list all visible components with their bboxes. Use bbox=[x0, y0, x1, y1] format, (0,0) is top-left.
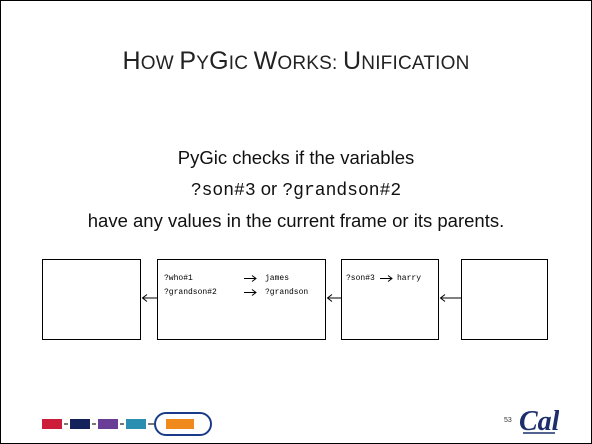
variable-son: ?son#3 bbox=[190, 181, 256, 201]
binding-val-who: james bbox=[265, 274, 290, 283]
nav-segment-2[interactable] bbox=[70, 419, 90, 429]
nav-segment-3[interactable] bbox=[98, 419, 118, 429]
page-number: 53 bbox=[504, 417, 512, 424]
variable-grandson: ?grandson#2 bbox=[282, 181, 402, 201]
body-line-3: have any values in the current frame or … bbox=[87, 210, 505, 231]
svg-text:Cal: Cal bbox=[519, 406, 559, 437]
nav-segment-4[interactable] bbox=[126, 419, 146, 429]
parent-pointer-arrow-icon bbox=[326, 294, 341, 302]
binding-val-grandson: ?grandson bbox=[265, 288, 309, 297]
or-text: or bbox=[255, 178, 283, 199]
nav-current-highlight bbox=[154, 412, 212, 436]
binding-var-who: ?who#1 bbox=[164, 274, 193, 283]
frame-current bbox=[461, 259, 548, 340]
binding-var-grandson: ?grandson#2 bbox=[164, 288, 217, 297]
nav-segment-1[interactable] bbox=[42, 419, 62, 429]
slide-title: HOW PYGIC WORKS: UNIFICATION bbox=[122, 47, 470, 75]
binding-var-son: ?son#3 bbox=[346, 274, 375, 283]
frame-global bbox=[42, 259, 141, 340]
nav-segment-5[interactable] bbox=[166, 419, 194, 429]
parent-pointer-arrow-icon bbox=[141, 294, 157, 302]
frame-parent: ?son#3 harry bbox=[341, 259, 439, 340]
right-arrow-icon bbox=[380, 275, 393, 282]
body-line-2: ?son#3 or ?grandson#2 bbox=[1, 178, 591, 201]
right-arrow-icon bbox=[244, 289, 257, 296]
parent-pointer-arrow-icon bbox=[439, 294, 461, 302]
frame-grandparent: ?who#1 james ?grandson#2 ?grandson bbox=[157, 259, 326, 340]
cal-logo-icon: Cal bbox=[519, 406, 559, 437]
slide-progress-nav[interactable] bbox=[42, 411, 222, 437]
right-arrow-icon bbox=[244, 275, 257, 282]
body-line-1: PyGic checks if the variables bbox=[177, 147, 415, 168]
binding-val-son: harry bbox=[397, 274, 422, 283]
